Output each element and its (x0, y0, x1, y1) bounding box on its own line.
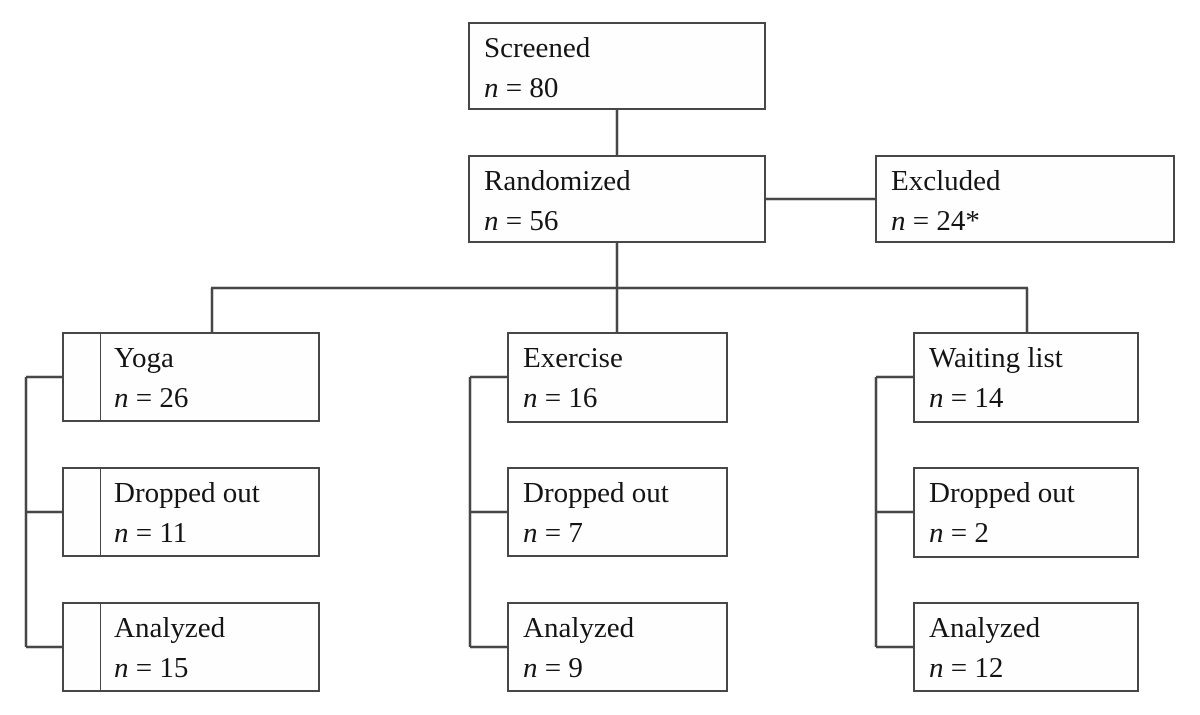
node-count: n = 7 (523, 517, 583, 549)
node-exercise-dropped-out: Dropped out n = 7 (507, 467, 728, 557)
node-count: n = 14 (929, 382, 1003, 414)
node-label: Screened (484, 32, 591, 64)
n-symbol: n (891, 205, 906, 237)
n-symbol: n (484, 205, 499, 237)
n-value: = 7 (544, 517, 583, 549)
n-value: = 24* (912, 205, 980, 237)
n-symbol: n (114, 517, 129, 549)
n-value: = 12 (950, 652, 1004, 684)
node-inner-divider (64, 604, 101, 690)
node-count: n = 56 (484, 205, 558, 237)
n-value: = 16 (544, 382, 598, 414)
n-symbol: n (929, 517, 944, 549)
node-label: Dropped out (114, 477, 260, 509)
node-waiting-analyzed: Analyzed n = 12 (913, 602, 1139, 692)
n-value: = 9 (544, 652, 583, 684)
node-label: Waiting list (929, 342, 1063, 374)
node-label: Excluded (891, 165, 1001, 197)
n-symbol: n (929, 382, 944, 414)
node-label: Analyzed (114, 612, 226, 644)
node-yoga: Yoga n = 26 (62, 332, 320, 422)
node-count: n = 24* (891, 205, 980, 237)
n-symbol: n (523, 382, 538, 414)
node-label: Analyzed (523, 612, 635, 644)
node-label: Exercise (523, 342, 623, 374)
node-label: Yoga (114, 342, 174, 374)
n-value: = 26 (135, 382, 189, 414)
n-symbol: n (484, 72, 499, 104)
node-count: n = 80 (484, 72, 558, 104)
node-count: n = 11 (114, 517, 187, 549)
node-exercise-analyzed: Analyzed n = 9 (507, 602, 728, 692)
node-count: n = 9 (523, 652, 583, 684)
n-symbol: n (523, 652, 538, 684)
n-value: = 80 (505, 72, 559, 104)
node-inner-divider (64, 334, 101, 420)
n-value: = 15 (135, 652, 189, 684)
node-screened: Screened n = 80 (468, 22, 766, 110)
node-count: n = 15 (114, 652, 188, 684)
node-excluded: Excluded n = 24* (875, 155, 1175, 243)
node-exercise: Exercise n = 16 (507, 332, 728, 423)
n-symbol: n (114, 652, 129, 684)
node-inner-divider (64, 469, 101, 555)
n-value: = 56 (505, 205, 559, 237)
n-symbol: n (929, 652, 944, 684)
n-value: = 11 (135, 517, 188, 549)
node-count: n = 16 (523, 382, 597, 414)
node-randomized: Randomized n = 56 (468, 155, 766, 243)
n-symbol: n (523, 517, 538, 549)
node-waiting-list: Waiting list n = 14 (913, 332, 1139, 423)
node-yoga-dropped-out: Dropped out n = 11 (62, 467, 320, 557)
node-count: n = 2 (929, 517, 989, 549)
node-label: Randomized (484, 165, 631, 197)
node-waiting-dropped-out: Dropped out n = 2 (913, 467, 1139, 558)
n-symbol: n (114, 382, 129, 414)
node-label: Dropped out (929, 477, 1075, 509)
n-value: = 14 (950, 382, 1004, 414)
node-yoga-analyzed: Analyzed n = 15 (62, 602, 320, 692)
n-value: = 2 (950, 517, 989, 549)
node-label: Dropped out (523, 477, 669, 509)
node-label: Analyzed (929, 612, 1041, 644)
node-count: n = 12 (929, 652, 1003, 684)
node-count: n = 26 (114, 382, 188, 414)
